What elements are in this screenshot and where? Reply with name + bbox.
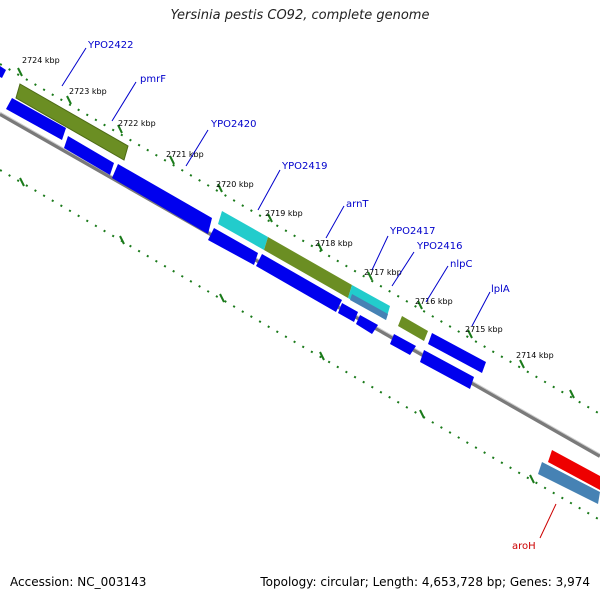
inner-dotted-ring — [0, 169, 600, 521]
gene-arrow — [6, 98, 66, 140]
gene-label-nlpC[interactable]: nlpC — [450, 259, 472, 270]
gene-label-YPO2416[interactable]: YPO2416 — [416, 241, 462, 252]
tick-mark — [119, 235, 125, 245]
tick-mark — [317, 242, 323, 252]
gene-nlpC — [398, 316, 428, 341]
connector-pmrF — [111, 81, 137, 122]
tick-label-2719: 2719 kbp — [265, 209, 303, 218]
tick-mark — [66, 95, 72, 105]
map-title: Yersinia pestis CO92, complete genome — [170, 8, 430, 23]
gene-arrow — [390, 334, 416, 355]
connector-YPO2422 — [61, 47, 87, 87]
tick-label-2721: 2721 kbp — [166, 150, 204, 159]
outer-dotted-ring — [0, 63, 600, 415]
gene-arrow — [208, 228, 258, 265]
tick-label-2724: 2724 kbp — [22, 56, 60, 65]
gene-arrow — [112, 164, 212, 234]
tick-mark — [17, 67, 23, 77]
gene-YPO2416 — [350, 294, 388, 320]
gene-red — [548, 450, 600, 490]
tick-label-2717: 2717 kbp — [364, 268, 402, 277]
tick-label-2715: 2715 kbp — [465, 325, 503, 334]
gene-pmrF — [15, 83, 129, 161]
gene-label-YPO2420[interactable]: YPO2420 — [210, 119, 256, 130]
tick-mark — [267, 213, 273, 223]
gene-YPO2419 — [218, 211, 268, 250]
gene-label-pmrF[interactable]: pmrF — [140, 74, 166, 85]
gene-arnT — [264, 237, 352, 298]
tick-mark — [529, 474, 535, 484]
connector-aroH — [539, 503, 557, 539]
tick-mark — [169, 155, 175, 165]
connector-YPO2417 — [371, 235, 389, 271]
tick-mark — [569, 389, 575, 399]
tick-mark — [219, 293, 225, 303]
gene-label-YPO2422[interactable]: YPO2422 — [87, 40, 133, 51]
connector-nlpC — [425, 265, 449, 303]
gene-label-arnT[interactable]: arnT — [346, 199, 369, 210]
connector-YPO2419 — [257, 169, 281, 211]
topology-text: Topology: circular; Length: 4,653,728 bp… — [260, 575, 590, 589]
tick-label-2714: 2714 kbp — [516, 351, 554, 360]
accession-text: Accession: NC_003143 — [10, 575, 147, 589]
gene-arrow — [356, 315, 378, 334]
tick-mark — [19, 177, 25, 187]
gene-label-YPO2417[interactable]: YPO2417 — [389, 226, 435, 237]
gene-label-YPO2419[interactable]: YPO2419 — [281, 161, 327, 172]
gene-label-aroH[interactable]: aroH — [512, 541, 536, 552]
forward-genes — [0, 66, 428, 341]
reverse-genes — [6, 98, 486, 389]
connector-arnT — [325, 205, 345, 239]
gene-arrow — [256, 254, 342, 312]
kbp-ticks — [17, 67, 575, 484]
tick-mark — [417, 300, 423, 310]
tick-label-2720: 2720 kbp — [216, 180, 254, 189]
tick-mark — [519, 359, 525, 369]
connector-YPO2420 — [185, 129, 209, 167]
gene-arrow — [64, 136, 114, 175]
tick-label-2722: 2722 kbp — [118, 119, 156, 128]
gene-arrow — [338, 303, 358, 322]
gene-aroH — [538, 462, 600, 504]
tick-mark — [117, 124, 123, 134]
gene-arrow — [0, 66, 6, 78]
tick-label-2723: 2723 kbp — [69, 87, 107, 96]
gene-label-lplA[interactable]: lplA — [491, 284, 510, 295]
tick-mark — [319, 351, 325, 361]
tick-mark — [419, 409, 425, 419]
tick-mark — [367, 271, 373, 281]
gene-arrow — [420, 350, 474, 389]
connector-YPO2416 — [391, 251, 415, 287]
tick-mark — [467, 329, 473, 339]
label-connectors — [61, 47, 491, 327]
tick-label-2718: 2718 kbp — [315, 239, 353, 248]
tick-label-2716: 2716 kbp — [415, 297, 453, 306]
tick-mark — [217, 183, 223, 193]
connector-lplA — [471, 291, 491, 327]
gene-lplA — [428, 333, 486, 373]
